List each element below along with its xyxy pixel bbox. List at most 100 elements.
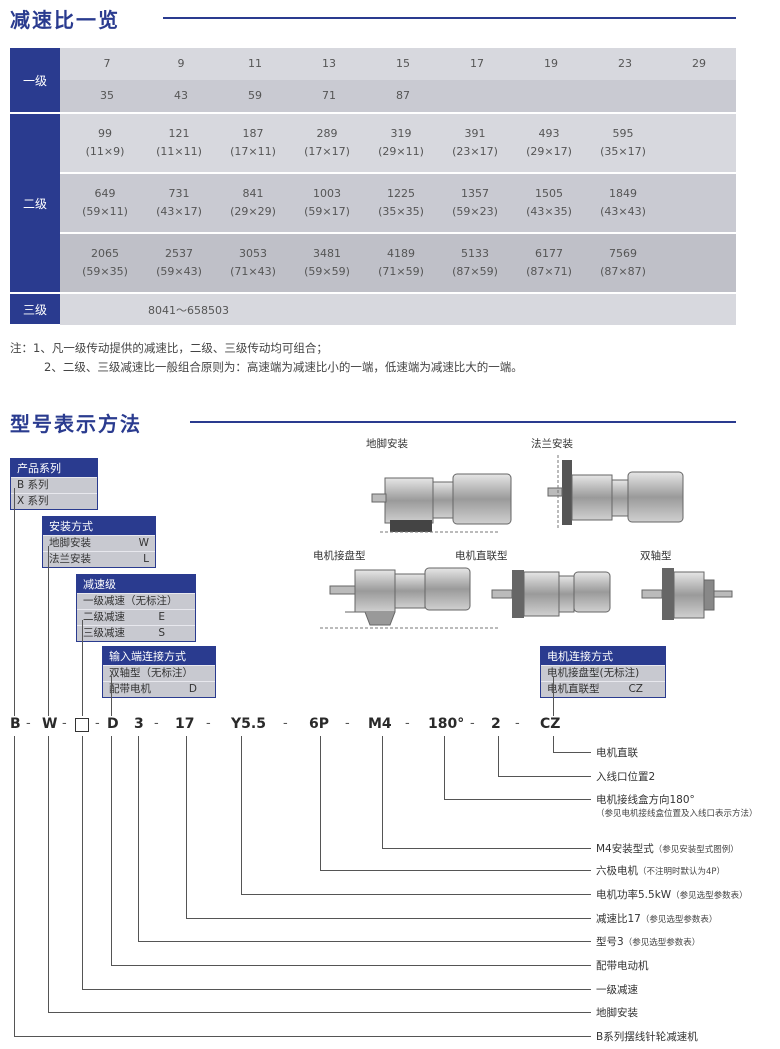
- ratio-combination: (59×17): [304, 205, 350, 218]
- ratio-value: 595: [612, 127, 634, 140]
- installation-illustrations: [320, 455, 733, 629]
- ratio-value: 4189: [387, 247, 415, 260]
- ratio-cell: 71: [322, 89, 336, 102]
- code-dash: -: [345, 716, 350, 731]
- ratio-combination: (29×11): [378, 145, 424, 158]
- ratio-combination: (43×43): [600, 205, 646, 218]
- label-flange-mount: 法兰安装: [531, 438, 573, 450]
- motor-box-title: 电机连接方式: [541, 647, 665, 665]
- ratio-combination: (87×71): [526, 265, 572, 278]
- ratio-value: 3481: [313, 247, 341, 260]
- ratio-combination: (35×17): [600, 145, 646, 158]
- ratio-combination: (29×17): [526, 145, 572, 158]
- ratio-cell: 7: [103, 57, 111, 70]
- desc-mount-type: M4安装型式（参见安装型式图例）: [596, 843, 739, 855]
- input-option: 双轴型（无标注）: [109, 667, 193, 679]
- level2-label: 二级: [10, 113, 60, 294]
- desc-inlet: 入线口位置2: [596, 771, 656, 783]
- motor-code: CZ: [628, 683, 643, 695]
- code-dash: -: [62, 716, 67, 731]
- ratio-cell: 1225 (35×35): [364, 185, 438, 221]
- connector: [14, 488, 15, 716]
- ratio-cell: 1003 (59×17): [290, 185, 364, 221]
- ratio-combination: (87×59): [452, 265, 498, 278]
- mount-code: L: [143, 553, 149, 565]
- code-dash: -: [405, 716, 410, 731]
- code-mount: W: [42, 716, 58, 732]
- ratio-cell: 3481(59×59): [290, 245, 364, 281]
- ratio-combination: (59×43): [156, 265, 202, 278]
- ratio-combination: (59×11): [82, 205, 128, 218]
- double-shaft-illustration: [641, 568, 733, 620]
- motor-option: 电机直联型: [547, 683, 600, 695]
- ratio-cell: 1357(59×23): [438, 185, 512, 221]
- ratio-combination: (29×29): [230, 205, 276, 218]
- ratio-cell: 649(59×11): [68, 185, 142, 221]
- ratio-cell: 391(23×17): [438, 125, 512, 161]
- ratio-cell: 4189(71×59): [364, 245, 438, 281]
- empty-square-icon: [75, 718, 89, 732]
- input-box-title: 输入端连接方式: [103, 647, 215, 665]
- ratio-value: 2537: [165, 247, 193, 260]
- ratio-combination: (87×87): [600, 265, 646, 278]
- connector: [82, 620, 83, 716]
- ratio-cell: 6177 (87×71): [512, 245, 586, 281]
- ratio-cell: 289 (17×17): [290, 125, 364, 161]
- ratio-cell: 3053(71×43): [216, 245, 290, 281]
- desc-poles: 六极电机（不注明时默认为4P）: [596, 865, 726, 877]
- ratio-cell: 2537 (59×43): [142, 245, 216, 281]
- label-double-shaft: 双轴型: [640, 550, 672, 562]
- level1-label: 一级: [10, 48, 60, 114]
- ratio-value: 289: [316, 127, 338, 140]
- ratio-cell: 5133 (87×59): [438, 245, 512, 281]
- input-code: D: [188, 683, 197, 695]
- ratio-value: 2065: [91, 247, 119, 260]
- section-title-model: 型号表示方法: [10, 412, 142, 436]
- ratio-value: 1225: [387, 187, 415, 200]
- stage-code: S: [158, 627, 165, 639]
- ratio-cell: 2065 (59×35): [68, 245, 142, 281]
- motor-plate-illustration: [320, 567, 500, 629]
- code-box-direction: 180°: [428, 716, 465, 732]
- ratio-cell: 19: [544, 57, 558, 70]
- ratio-cell: 43: [174, 89, 188, 102]
- series-box: 产品系列 B 系列 X 系列: [10, 458, 98, 510]
- ratio-value: 187: [242, 127, 264, 140]
- ratio-value: 1849: [609, 187, 637, 200]
- code-dash: -: [206, 716, 211, 731]
- ratio-combination: (59×23): [452, 205, 498, 218]
- ratio-combination: (23×17): [452, 145, 498, 158]
- code-dash: -: [470, 716, 475, 731]
- ratio-combination: (11×9): [85, 145, 125, 158]
- ratio-cell: 29: [692, 57, 706, 70]
- ratio-combination: (59×35): [82, 265, 128, 278]
- level2-row: 99(11×9)121(11×11)187(17×11)289(17×17)31…: [60, 114, 736, 172]
- ratio-cell: 35: [100, 89, 114, 102]
- ratio-combination: (35×35): [378, 205, 424, 218]
- stage-option: 一级减速（无标注）: [83, 595, 178, 607]
- mount-option: 地脚安装: [49, 537, 91, 549]
- stage-box-title: 减速级: [77, 575, 195, 593]
- ratio-value: 6177: [535, 247, 563, 260]
- code-series: B: [10, 716, 21, 732]
- label-foot-mount: 地脚安装: [366, 438, 408, 450]
- ratio-value: 5133: [461, 247, 489, 260]
- desc-foot-mount: 地脚安装: [596, 1007, 638, 1019]
- ratio-cell: 13: [322, 57, 336, 70]
- ratio-cell: 87: [396, 89, 410, 102]
- ratio-combination: (17×17): [304, 145, 350, 158]
- ratio-value: 1003: [313, 187, 341, 200]
- ratio-value: 121: [168, 127, 190, 140]
- desc-one-stage: 一级减速: [596, 984, 638, 996]
- ratio-cell: 731(43×17): [142, 185, 216, 221]
- code-power: Y5.5: [231, 716, 266, 732]
- ratio-cell: 595 (35×17): [586, 125, 660, 161]
- code-dash: -: [154, 716, 159, 731]
- code-inlet: 2: [491, 716, 501, 732]
- desc-box-direction: 电机接线盒方向180°（参见电机接线盒位置及入线口表示方法）: [596, 794, 758, 819]
- desc-model: 型号3（参见选型参数表）: [596, 936, 701, 948]
- ratio-cell: 121(11×11): [142, 125, 216, 161]
- level3-label: 三级: [10, 293, 60, 326]
